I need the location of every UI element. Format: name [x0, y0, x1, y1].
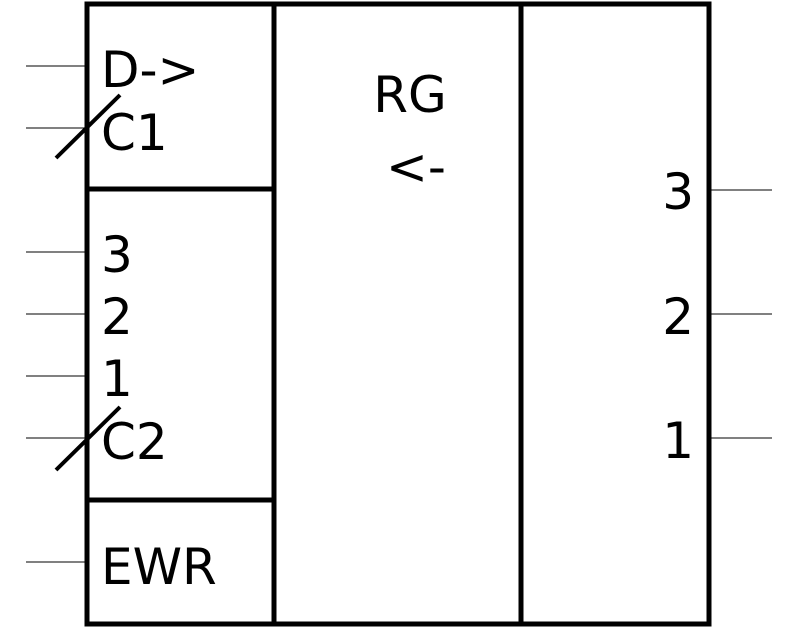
function-label: RG: [373, 66, 447, 124]
clock-2-slash: [54, 405, 122, 472]
clock-1-slash: [54, 93, 122, 160]
clock-slash-marks: [54, 93, 122, 472]
input-3-label: 3: [101, 226, 133, 284]
input-1-label: 1: [101, 350, 133, 408]
enable-label: EWR: [101, 538, 217, 596]
input-2-label: 2: [101, 288, 133, 346]
shift-direction-label: <-: [386, 138, 446, 196]
output-2-label: 2: [662, 288, 694, 346]
clock-1-label: C1: [101, 104, 168, 162]
clock-2-label: C2: [101, 413, 168, 471]
output-pins: [709, 189, 772, 439]
data-input-label: D->: [101, 41, 199, 99]
input-pins: [26, 65, 87, 563]
output-1-label: 1: [662, 412, 694, 470]
output-3-label: 3: [662, 163, 694, 221]
